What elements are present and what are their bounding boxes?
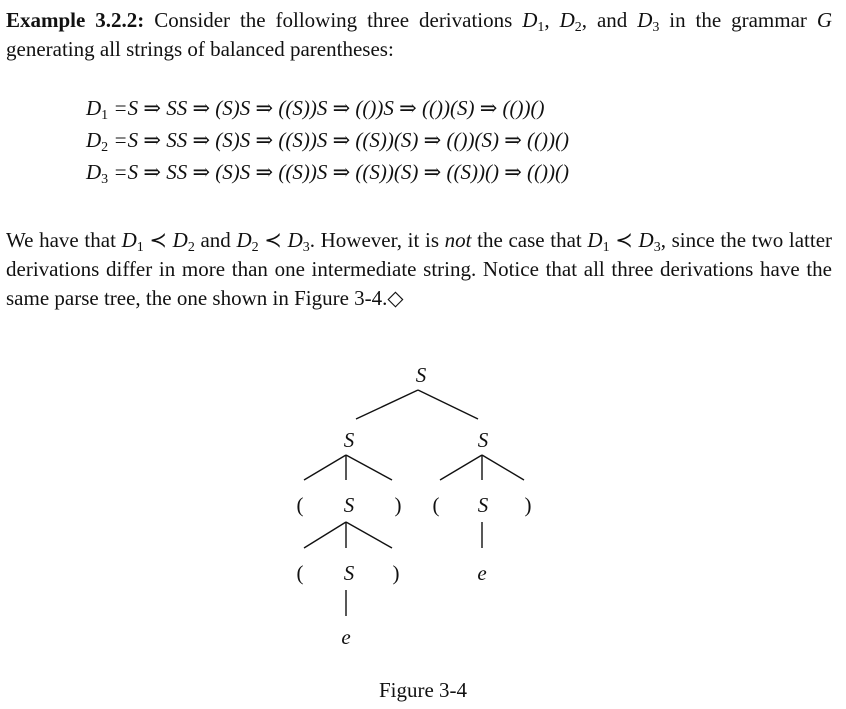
derivation-name: D: [86, 160, 102, 184]
d-subscript: 3: [653, 240, 661, 255]
d-symbol: D: [121, 228, 137, 252]
d-subscript: 2: [251, 240, 259, 255]
right-s-node: S: [478, 428, 489, 452]
d-symbol: D: [287, 228, 303, 252]
right-empty-leaf: e: [477, 561, 486, 585]
derivation-steps: =S ⇒ SS ⇒ (S)S ⇒ ((S))S ⇒ ((S))(S) ⇒ ((S…: [108, 160, 570, 184]
derivations-block: D1 =S ⇒ SS ⇒ (S)S ⇒ ((S))S ⇒ (())S ⇒ (()…: [86, 92, 786, 188]
parse-tree-svg: S S S ( S ) ( S ) ( S ) e e: [297, 363, 532, 649]
d-subscript: 1: [602, 240, 610, 255]
derivation-steps: =S ⇒ SS ⇒ (S)S ⇒ ((S))S ⇒ ((S))(S) ⇒ (()…: [108, 128, 570, 152]
edge-inner-open: [303, 521, 347, 549]
inner-s-node: S: [344, 561, 355, 585]
parse-tree-figure: S S S ( S ) ( S ) ( S ) e e: [280, 352, 560, 657]
d-subscript: 1: [136, 240, 144, 255]
inner-open-paren-leaf: (: [297, 561, 304, 585]
d-symbol: D: [236, 228, 252, 252]
derivation-name: D: [86, 96, 102, 120]
remark-text: We have that: [6, 228, 122, 252]
derivation-row: D3 =S ⇒ SS ⇒ (S)S ⇒ ((S))S ⇒ ((S))(S) ⇒ …: [86, 156, 786, 188]
d3-symbol: D: [637, 8, 653, 32]
d-subscript: 2: [187, 240, 195, 255]
edge-root-right: [417, 389, 479, 420]
inner-empty-leaf: e: [341, 625, 350, 649]
remark-text: , since the two latter derivations diffe…: [6, 228, 833, 310]
derivation-subscript: 2: [101, 140, 109, 155]
remark-text: . However, it is: [309, 228, 445, 252]
inner-close-paren-leaf: ): [393, 561, 400, 585]
left-inner-s-node: S: [344, 493, 355, 517]
d1-subscript: 1: [537, 20, 545, 35]
derivation-subscript: 3: [101, 172, 109, 187]
d-symbol: D: [587, 228, 603, 252]
right-open-paren-leaf: (: [433, 493, 440, 517]
remark-text: the case that: [471, 228, 588, 252]
left-s-node: S: [344, 428, 355, 452]
d1-symbol: D: [522, 8, 538, 32]
d-subscript: 3: [302, 240, 310, 255]
derivation-steps: =S ⇒ SS ⇒ (S)S ⇒ ((S))S ⇒ (())S ⇒ (())(S…: [108, 96, 545, 120]
tree-edges: [303, 389, 525, 616]
precedes-symbol: ≺: [258, 228, 288, 252]
intro-text: Consider the following three derivations: [144, 8, 523, 32]
example-intro-paragraph: Example 3.2.2: Consider the following th…: [6, 6, 832, 64]
remark-paragraph: We have that D1 ≺ D2 and D2 ≺ D3. Howeve…: [6, 226, 832, 313]
emphasis-not: not: [444, 228, 472, 252]
root-s-node: S: [416, 363, 427, 387]
precedes-symbol: ≺: [609, 228, 639, 252]
d2-subscript: 2: [574, 20, 582, 35]
d3-subscript: 3: [652, 20, 660, 35]
left-close-paren-leaf: ): [395, 493, 402, 517]
left-open-paren-leaf: (: [297, 493, 304, 517]
right-inner-s-node: S: [478, 493, 489, 517]
d-symbol: D: [638, 228, 654, 252]
edge-left-open: [303, 454, 347, 481]
right-close-paren-leaf: ): [525, 493, 532, 517]
grammar-symbol: G: [816, 8, 833, 32]
derivation-name: D: [86, 128, 102, 152]
example-label: Example 3.2.2:: [6, 8, 145, 32]
intro-text: generating all strings of balanced paren…: [6, 37, 394, 61]
derivation-row: D2 =S ⇒ SS ⇒ (S)S ⇒ ((S))S ⇒ ((S))(S) ⇒ …: [86, 124, 786, 156]
precedes-symbol: ≺: [143, 228, 173, 252]
figure-caption: Figure 3-4: [378, 678, 468, 702]
d2-symbol: D: [559, 8, 575, 32]
edge-left-close: [345, 454, 393, 481]
derivation-row: D1 =S ⇒ SS ⇒ (S)S ⇒ ((S))S ⇒ (())S ⇒ (()…: [86, 92, 786, 124]
edge-root-left: [355, 389, 419, 420]
remark-text: and: [194, 228, 237, 252]
separator: ,: [544, 8, 560, 32]
derivation-subscript: 1: [101, 108, 109, 123]
edge-right-close: [481, 454, 525, 481]
end-of-example-diamond-icon: ◇: [387, 286, 404, 310]
edge-right-open: [439, 454, 483, 481]
edge-inner-close: [345, 521, 393, 549]
d-symbol: D: [172, 228, 188, 252]
separator: , and: [581, 8, 638, 32]
intro-text: in the grammar: [659, 8, 817, 32]
